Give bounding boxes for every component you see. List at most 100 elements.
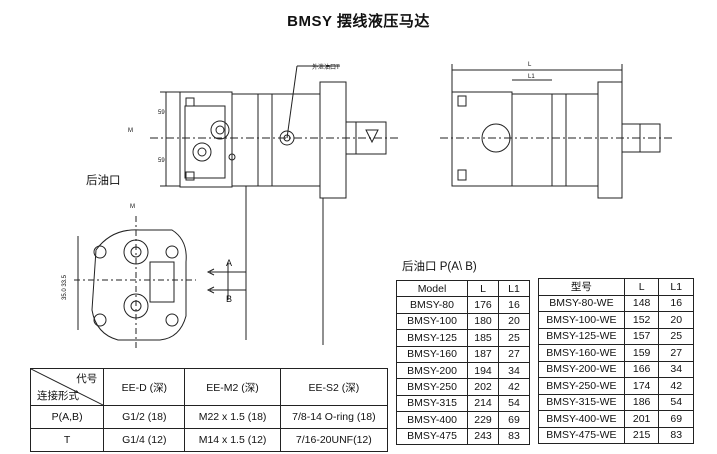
cell-l: 157 [623, 327, 660, 345]
cell-l: 214 [467, 394, 499, 413]
cell-l: 185 [467, 329, 499, 347]
header-ee-d: EE-D (深) [103, 368, 186, 406]
cell-l1: 27 [498, 345, 530, 363]
rear-view-outline [91, 229, 187, 341]
cell-model: BMSY-315-WE [538, 393, 625, 411]
cell-l1: 34 [658, 360, 694, 378]
cell-l: 180 [467, 312, 499, 331]
header-ee-s2: EE-S2 (深) [279, 368, 389, 406]
cell-l: 152 [623, 311, 660, 329]
table-row: P(A,B) G1/2 (18) M22 x 1.5 (18) 7/8-14 O… [29, 405, 389, 429]
table-header-row: 型号 L L1 [538, 278, 694, 296]
cell-ee-d: G1/4 (12) [103, 428, 186, 452]
port-table: 代号 连接形式 EE-D (深) EE-M2 (深) EE-S2 (深) P(A… [29, 368, 389, 452]
cell-l: 243 [467, 427, 499, 445]
cell-model: BMSY-200-WE [538, 360, 625, 378]
dim-l1: L1 [528, 74, 535, 80]
cell-l: 176 [467, 296, 499, 314]
cell-model: BMSY-250 [396, 378, 468, 396]
dim-m-rear: M [130, 204, 135, 210]
header-l1: L1 [658, 278, 694, 296]
cell-l: 201 [623, 410, 660, 428]
cell-l: 186 [623, 393, 660, 411]
rear-port-label: 后油口 [86, 175, 121, 187]
corner-cell: 代号 连接形式 [29, 368, 105, 406]
cell-l1: 83 [658, 426, 694, 444]
port-a-label: A [226, 258, 233, 268]
cell-l: 202 [467, 378, 499, 396]
cell-l1: 42 [498, 378, 530, 396]
header-model: 型号 [538, 278, 625, 296]
cell-l1: 83 [498, 427, 530, 445]
header-model: Model [396, 279, 468, 298]
cell-ee-m2: M14 x 1.5 (12) [184, 428, 281, 452]
cell-l1: 25 [658, 327, 694, 345]
cell-model: BMSY-80 [396, 296, 468, 314]
table-row: T G1/4 (12) M14 x 1.5 (12) 7/16-20UNF(12… [29, 428, 389, 452]
cell-model: BMSY-250-WE [538, 377, 625, 395]
cell-l: 174 [623, 377, 660, 395]
cell-l1: 54 [498, 394, 530, 413]
cell-l1: 16 [498, 296, 530, 314]
cell-model: BMSY-125-WE [538, 327, 625, 345]
cell-l1: 54 [658, 393, 694, 411]
cell-ee-s2: 7/16-20UNF(12) [279, 428, 389, 452]
cell-l1: 69 [658, 410, 694, 428]
cell-l1: 42 [658, 377, 694, 395]
cell-ee-d: G1/2 (18) [103, 405, 186, 429]
corner-top-label: 代号 [76, 373, 98, 385]
header-l: L [623, 278, 660, 296]
cell-l1: 16 [658, 294, 694, 312]
cell-model: BMSY-400-WE [538, 410, 625, 428]
table-header-row: 代号 连接形式 EE-D (深) EE-M2 (深) EE-S2 (深) [29, 368, 389, 406]
cell-l1: 20 [498, 312, 530, 331]
cell-l: 229 [467, 411, 499, 429]
dim-59-bottom: 59 [158, 158, 165, 164]
corner-bottom-label: 连接形式 [37, 390, 79, 402]
cell-model: BMSY-475-WE [538, 426, 625, 444]
cell-l: 166 [623, 360, 660, 378]
port-b-label: B [226, 294, 233, 304]
cell-model: BMSY-200 [396, 361, 468, 380]
cell-l1: 27 [658, 344, 694, 362]
cell-model: BMSY-100-WE [538, 311, 625, 329]
cell-ee-m2: M22 x 1.5 (18) [184, 405, 281, 429]
cell-model: BMSY-475 [396, 427, 468, 445]
rear-port-pab-label: 后油口 P(A\ B) [402, 261, 477, 273]
cell-model: BMSY-125 [396, 329, 468, 347]
cell-l: 159 [623, 344, 660, 362]
motor-body [231, 93, 321, 187]
cell-model: BMSY-315 [396, 394, 468, 413]
cell-model: BMSY-80-WE [538, 294, 625, 312]
cell-model: BMSY-160 [396, 345, 468, 363]
side-view-body [511, 93, 599, 187]
cell-ee-s2: 7/8-14 O-ring (18) [279, 405, 389, 429]
cell-l1: 25 [498, 329, 530, 347]
header-l: L [467, 279, 499, 298]
external-drain-label: 外泄油口T [312, 65, 340, 71]
cell-l1: 69 [498, 411, 530, 429]
cell-model: BMSY-100 [396, 312, 468, 331]
cell-l: 148 [623, 294, 660, 312]
cell-l: 215 [623, 426, 660, 444]
dim-l: L [528, 62, 532, 68]
